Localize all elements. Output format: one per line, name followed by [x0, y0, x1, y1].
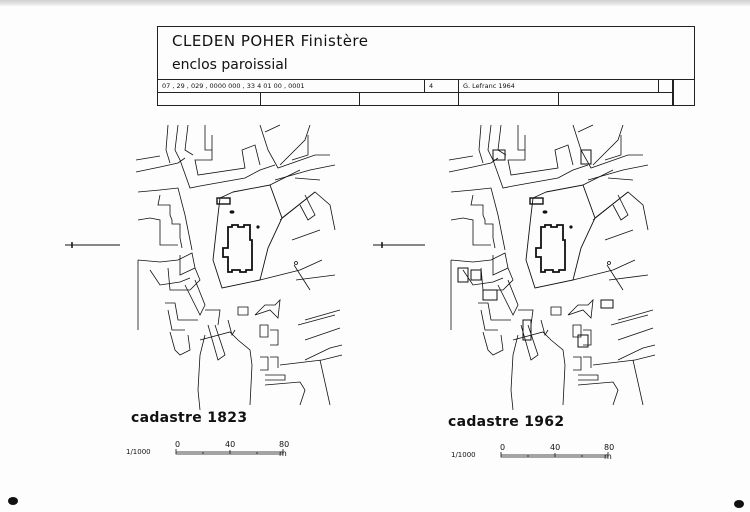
scale-label: 0	[175, 440, 181, 449]
map-1962	[373, 124, 656, 411]
map-1823	[65, 124, 343, 411]
scale-ratio: 1/1000	[126, 448, 151, 456]
scale-label: 0	[500, 443, 506, 452]
empty-cell	[459, 93, 559, 105]
scale-bar: 0 40 80 m	[175, 440, 295, 460]
author-date: G. Lefranc 1964	[459, 80, 659, 92]
header-card: CLEDEN POHER Finistère enclos paroissial…	[157, 26, 695, 106]
empty-cell	[559, 93, 673, 105]
ink-blot	[734, 500, 744, 508]
empty-row	[158, 92, 673, 105]
scale-bar: 0 40 80 m	[500, 443, 620, 463]
north-arrow-icon	[65, 242, 120, 248]
corner-cell	[673, 79, 695, 106]
scan-edge	[0, 0, 750, 6]
added-buildings	[457, 149, 614, 348]
scale-ratio: 1/1000	[451, 451, 476, 459]
parcel-lines	[135, 124, 343, 411]
empty-cell	[360, 93, 459, 105]
card-subtitle: enclos paroissial	[172, 57, 288, 73]
scale-label: 40	[550, 443, 561, 452]
north-arrow-icon	[373, 242, 425, 248]
code-row: 07 , 29 , 029 , 0000 000 , 33 4 01 00 , …	[158, 79, 673, 92]
map-caption-1962: cadastre 1962	[448, 414, 565, 430]
parcel-lines	[448, 124, 656, 411]
reference-code: 07 , 29 , 029 , 0000 000 , 33 4 01 00 , …	[158, 80, 425, 92]
empty-cell	[659, 80, 673, 92]
scale-label: 40	[225, 440, 236, 449]
ink-blot	[8, 497, 18, 505]
map-caption-1823: cadastre 1823	[131, 410, 248, 426]
card-title: CLEDEN POHER Finistère	[172, 32, 369, 50]
empty-cell	[261, 93, 360, 105]
empty-cell	[158, 93, 261, 105]
sheet-number: 4	[425, 80, 459, 92]
